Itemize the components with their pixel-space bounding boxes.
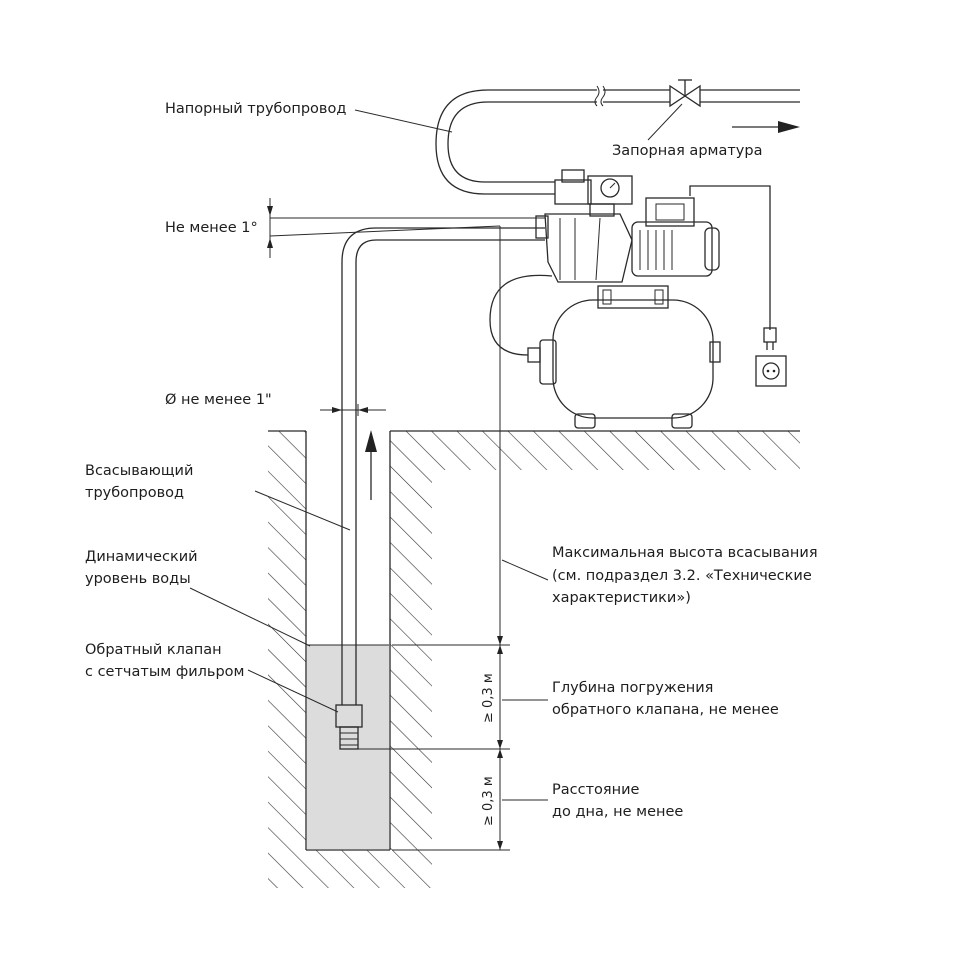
pump-head <box>544 213 633 283</box>
label-suction-pipe-1: Всасывающий <box>85 463 193 479</box>
upflow-arrow-icon <box>365 430 377 500</box>
ground <box>268 430 800 888</box>
label-max-suction-1: Максимальная высота всасывания <box>552 545 818 561</box>
pump-station <box>489 169 721 429</box>
label-water-level-2: уровень воды <box>85 571 191 587</box>
pressure-pipe <box>435 79 800 195</box>
label-suction-pipe-2: трубопровод <box>85 485 184 501</box>
label-check-valve-1: Обратный клапан <box>85 642 222 658</box>
dim-immersion-depth: ≥ 0,3 м <box>481 673 496 723</box>
labels: Напорный трубопровод Запорная арматура Н… <box>85 101 818 826</box>
suction-pipe <box>335 227 545 750</box>
label-shutoff-valve: Запорная арматура <box>612 143 762 159</box>
ground-left-hatch <box>268 431 306 888</box>
label-min-slope: Не менее 1° <box>165 220 258 236</box>
label-check-valve-2: с сетчатым фильром <box>85 664 244 680</box>
dim-bottom-distance: ≥ 0,3 м <box>481 776 496 826</box>
label-max-suction-2: (см. подраздел 3.2. «Технические <box>552 568 812 584</box>
label-max-suction-3: характеристики») <box>552 590 691 606</box>
power-socket-icon <box>755 355 787 387</box>
strainer-filter <box>339 726 359 750</box>
shutoff-valve-icon <box>669 79 701 108</box>
pump-motor <box>631 221 713 277</box>
power-plug-icon <box>763 327 777 350</box>
power-supply <box>689 185 787 387</box>
pressure-tank <box>552 299 714 419</box>
well-water <box>307 645 389 849</box>
ground-right-hatch <box>390 431 800 888</box>
label-pressure-pipe: Напорный трубопровод <box>165 101 346 117</box>
label-bottom-2: до дна, не менее <box>552 804 683 820</box>
label-immersion-1: Глубина погружения <box>552 680 713 696</box>
pressure-gauge-icon <box>600 178 620 198</box>
flow-arrow-icon <box>732 121 800 133</box>
dimension-lines <box>267 198 545 851</box>
label-water-level-1: Динамический <box>85 549 198 565</box>
label-immersion-2: обратного клапана, не менее <box>552 702 779 718</box>
label-diameter: Ø не менее 1" <box>165 392 272 408</box>
label-bottom-1: Расстояние <box>552 782 640 798</box>
leader-lines <box>189 103 683 801</box>
